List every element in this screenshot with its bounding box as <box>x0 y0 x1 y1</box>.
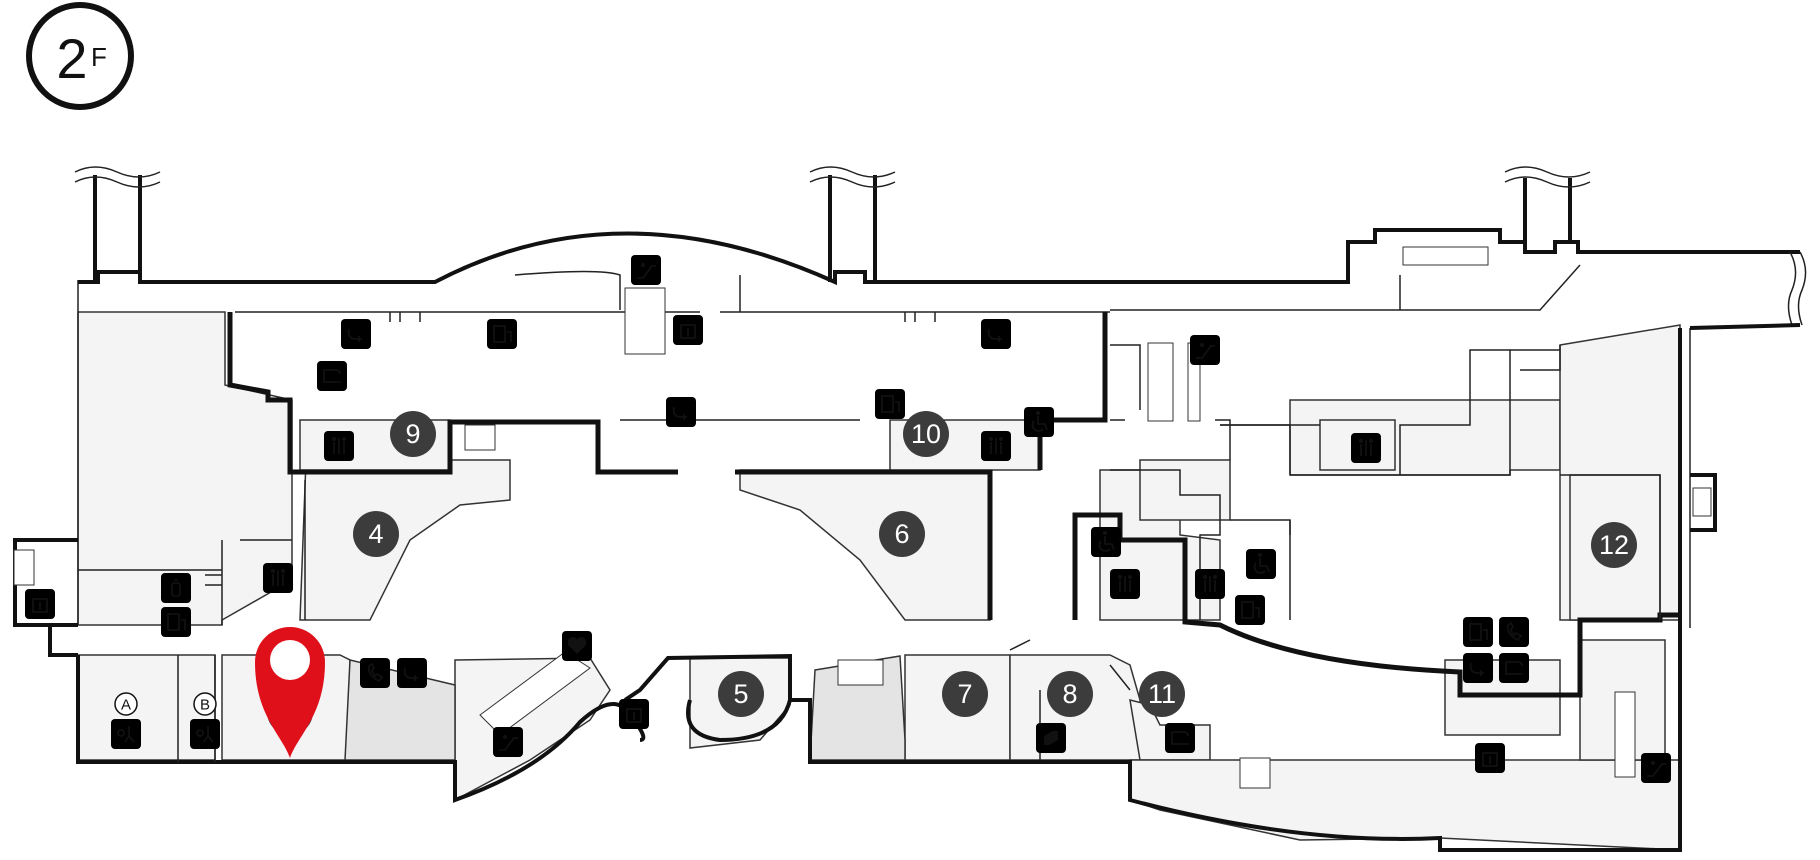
vending-machine-icon[interactable] <box>161 607 191 637</box>
phone-icon[interactable] <box>360 658 390 688</box>
restroom-icon[interactable] <box>1195 569 1225 599</box>
vending-machine-icon[interactable] <box>1235 595 1265 625</box>
svg-text:12: 12 <box>1599 530 1629 560</box>
seat-b-label[interactable]: B <box>193 692 217 716</box>
current-location-marker[interactable] <box>255 627 325 758</box>
vending-machine-icon[interactable] <box>1463 617 1493 647</box>
accessible-restroom-icon[interactable] <box>1246 549 1276 579</box>
charging-icon[interactable] <box>1463 653 1493 683</box>
restroom-icon[interactable] <box>981 431 1011 461</box>
area-9-badge[interactable]: 9 <box>390 411 436 457</box>
partitions <box>78 344 1661 762</box>
svg-text:4: 4 <box>368 519 383 549</box>
seat-labels: A B <box>114 692 217 716</box>
elevator-icon[interactable] <box>1475 743 1505 773</box>
accessible-restroom-icon[interactable] <box>1091 527 1121 557</box>
escalator-icon[interactable] <box>1190 335 1220 365</box>
charging-icon[interactable] <box>341 319 371 349</box>
escalator-icon[interactable] <box>1641 753 1671 783</box>
floor-number: 2 <box>56 27 87 90</box>
massage-chair-icon[interactable] <box>190 719 220 749</box>
escalator-icon[interactable] <box>493 727 523 757</box>
vending-machine-icon[interactable] <box>487 319 517 349</box>
svg-text:B: B <box>200 697 210 714</box>
restroom-icon[interactable] <box>1110 569 1140 599</box>
svg-text:9: 9 <box>405 419 420 449</box>
svg-text:10: 10 <box>911 419 941 449</box>
area-10-badge[interactable]: 10 <box>903 411 949 457</box>
escalator-icon[interactable] <box>631 255 661 285</box>
area-6-badge[interactable]: 6 <box>879 511 925 557</box>
phone-icon[interactable] <box>1499 617 1529 647</box>
charging-icon[interactable] <box>397 658 427 688</box>
charging-icon[interactable] <box>981 319 1011 349</box>
restroom-icon[interactable] <box>324 431 354 461</box>
facility-icons <box>25 255 1671 783</box>
smoking-room-icon[interactable] <box>1499 653 1529 683</box>
svg-text:5: 5 <box>733 679 748 709</box>
stairs <box>13 246 1712 789</box>
smoking-room-icon[interactable] <box>1165 723 1195 753</box>
area-7-badge[interactable]: 7 <box>942 671 988 717</box>
floor-suffix: F <box>91 42 107 72</box>
aed-icon[interactable] <box>562 631 592 661</box>
vending-machine-icon[interactable] <box>875 389 905 419</box>
elevator-icon[interactable] <box>25 589 55 619</box>
svg-text:6: 6 <box>894 519 909 549</box>
area-8-badge[interactable]: 8 <box>1047 671 1093 717</box>
area-11-badge[interactable]: 11 <box>1139 671 1185 717</box>
area-5-badge[interactable]: 5 <box>718 671 764 717</box>
restroom-icon[interactable] <box>263 563 293 593</box>
restroom-icon[interactable] <box>1351 433 1381 463</box>
svg-text:11: 11 <box>1148 679 1176 709</box>
accessible-restroom-icon[interactable] <box>1024 407 1054 437</box>
nursing-room-icon[interactable] <box>161 573 191 603</box>
seat-a-label[interactable]: A <box>114 692 138 716</box>
svg-text:A: A <box>121 697 131 714</box>
massage-chair-icon[interactable] <box>111 719 141 749</box>
elevator-icon[interactable] <box>673 315 703 345</box>
area-badges: 4 5 6 7 8 9 10 11 12 <box>353 411 1637 717</box>
area-4-badge[interactable]: 4 <box>353 511 399 557</box>
smoking-room-icon[interactable] <box>317 361 347 391</box>
elevator-icon[interactable] <box>619 699 649 729</box>
svg-text:7: 7 <box>957 679 972 709</box>
charging-icon[interactable] <box>666 397 696 427</box>
floor-indicator: 2 F <box>26 2 134 110</box>
area-12-badge[interactable]: 12 <box>1591 522 1637 568</box>
shop-icon[interactable] <box>1036 723 1066 753</box>
svg-text:8: 8 <box>1062 679 1077 709</box>
